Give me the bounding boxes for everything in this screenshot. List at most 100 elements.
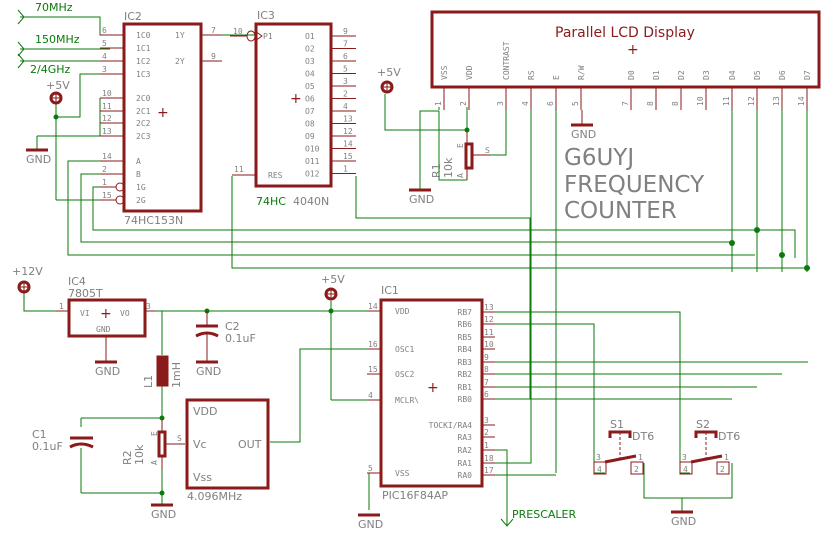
r2-value: 10k: [133, 444, 146, 465]
ic2-pin-num: 15: [102, 191, 112, 200]
ic3-pin-num: 2: [343, 90, 348, 99]
l1-value: 1mH: [170, 362, 183, 388]
svg-text:S: S: [485, 146, 490, 155]
ic3-clk-num: 10: [233, 27, 243, 36]
ic1-pin-label: RB7: [458, 308, 473, 317]
ic1-pin-num: 17: [484, 466, 494, 475]
ic2-part: 74HC153N: [124, 214, 183, 227]
ic1-pin-num: 10: [484, 340, 494, 349]
ic2-pin-label: 2C0: [136, 94, 151, 103]
ic2-pin-num: 10: [102, 89, 112, 98]
lcd-pin-num: 5: [571, 101, 580, 106]
project-title: G6UYJ FREQUENCY COUNTER: [564, 145, 705, 224]
ic1-pin-label: RB1: [458, 383, 473, 392]
ic3-pin-label: O6: [305, 95, 315, 104]
ground-label: GND: [151, 508, 176, 521]
lcd-pin-num: 12: [747, 96, 756, 106]
ic3-chip: IC3 74HC 4040N + 10 P1 11 RES 9O17O26O35…: [230, 9, 356, 208]
lcd-pin-name: D6: [778, 70, 787, 80]
r2-potentiometer: S R2 10k E A: [121, 420, 185, 470]
power-5v-label: +5V: [46, 79, 70, 92]
ground-symbol: GND: [358, 513, 383, 531]
ic2-pin-num: 2: [102, 165, 107, 174]
lcd-pin-name: D2: [677, 70, 686, 80]
ic3-pin-label: O11: [305, 157, 320, 166]
lcd-pin-num: 1: [434, 101, 443, 106]
c2-capacitor: C2 0.1uF: [195, 311, 256, 362]
lcd-pin-name: D7: [803, 70, 812, 80]
power-5v-lcd: +5V: [377, 66, 401, 94]
ground-label: GND: [358, 518, 383, 531]
ic2-pin-label: B: [136, 170, 141, 179]
ic2-pin-num: 9: [211, 52, 216, 61]
ic2-pin-num: 1: [102, 178, 107, 187]
lcd-pin-num: 2: [459, 101, 468, 106]
ic3-pin-label: O7: [305, 107, 315, 116]
ic1-name: IC1: [381, 284, 399, 297]
osc-frequency: 4.096MHz: [187, 490, 242, 503]
ic3-pin-label: O5: [305, 82, 315, 91]
ic1-pin-label: RA3: [458, 433, 473, 442]
ic3-pin-num: 4: [343, 102, 348, 111]
ic2-pin-label: 2C3: [136, 132, 151, 141]
prescaler-output: PRESCALER: [500, 508, 576, 527]
ic1-pin-num: 7: [484, 378, 489, 387]
ic1-pin-label: RB5: [458, 333, 473, 342]
ic1-pin-label: VDD: [395, 307, 410, 316]
lcd-pin-num: 7: [621, 101, 630, 106]
ic3-res-num: 11: [234, 165, 244, 174]
svg-text:S: S: [177, 434, 182, 443]
l1-name: L1: [142, 375, 155, 388]
ic1-pin-num: 6: [484, 390, 489, 399]
power-12v: +12V: [12, 265, 43, 294]
ic3-pin-num: 12: [343, 127, 353, 136]
ground-symbol: GND: [151, 503, 176, 521]
ic1-pin-num: 13: [484, 303, 494, 312]
lcd-pin-name: VDD: [465, 65, 474, 80]
ic1-pin-num: 15: [368, 365, 378, 374]
lcd-pin-num: 13: [772, 96, 781, 106]
junctions: [53, 114, 810, 496]
input-arrows: [17, 9, 25, 69]
ic2-pin-num: 3: [102, 65, 107, 74]
ic3-output-pins: 9O17O26O35O43O52O64O713O812O914O1015O111…: [305, 27, 356, 179]
ground-label: GND: [196, 365, 221, 378]
svg-text:+: +: [100, 306, 112, 322]
ic2-pin-num: 7: [211, 26, 216, 35]
ic1-pin-label: RB3: [458, 358, 473, 367]
ic3-pin-label: O12: [305, 170, 320, 179]
lcd-pin-num: 14: [797, 96, 806, 106]
ic3-pin-num: 3: [343, 77, 348, 86]
lcd-pin-name: RS: [527, 70, 536, 80]
svg-text:A: A: [150, 460, 159, 465]
ic1-right-pins: 13RB712RB611RB510RB49RB38RB27RB16RB03TOC…: [429, 303, 495, 480]
lcd-pin-num: 6: [546, 101, 555, 106]
ic3-pin-num: 9: [343, 27, 348, 36]
ic1-pin-num: 8: [484, 365, 489, 374]
svg-text:4: 4: [597, 465, 602, 474]
power-12v-label: +12V: [12, 265, 43, 278]
ic3-pin-label: O9: [305, 132, 315, 141]
svg-text:1: 1: [638, 453, 643, 462]
lcd-pin-num: 8: [646, 101, 655, 106]
ic2-pin-label: A: [136, 157, 141, 166]
ic2-pin-num: 11: [102, 102, 112, 111]
ground-label: GND: [95, 365, 120, 378]
svg-text:2: 2: [634, 465, 639, 474]
ic3-pin-label: O1: [305, 32, 315, 41]
ic2-pin-num: 14: [102, 152, 112, 161]
svg-text:+: +: [627, 42, 639, 58]
ic2-pin-label: 2C1: [136, 107, 151, 116]
title-line3: COUNTER: [564, 198, 677, 224]
wires: [20, 16, 808, 525]
c2-value: 0.1uF: [225, 332, 256, 345]
ic3-pin-label: O4: [305, 70, 315, 79]
ic1-pin-num: 12: [484, 315, 494, 324]
ground-symbol: GND: [409, 188, 434, 206]
svg-text:E: E: [150, 431, 159, 436]
lcd-pin-name: R/W: [577, 65, 586, 80]
lcd-pins: VSS1VDD2CONTRAST3RS4E6R/W5D07D18D28D310D…: [434, 41, 812, 110]
svg-text:3: 3: [682, 453, 687, 462]
